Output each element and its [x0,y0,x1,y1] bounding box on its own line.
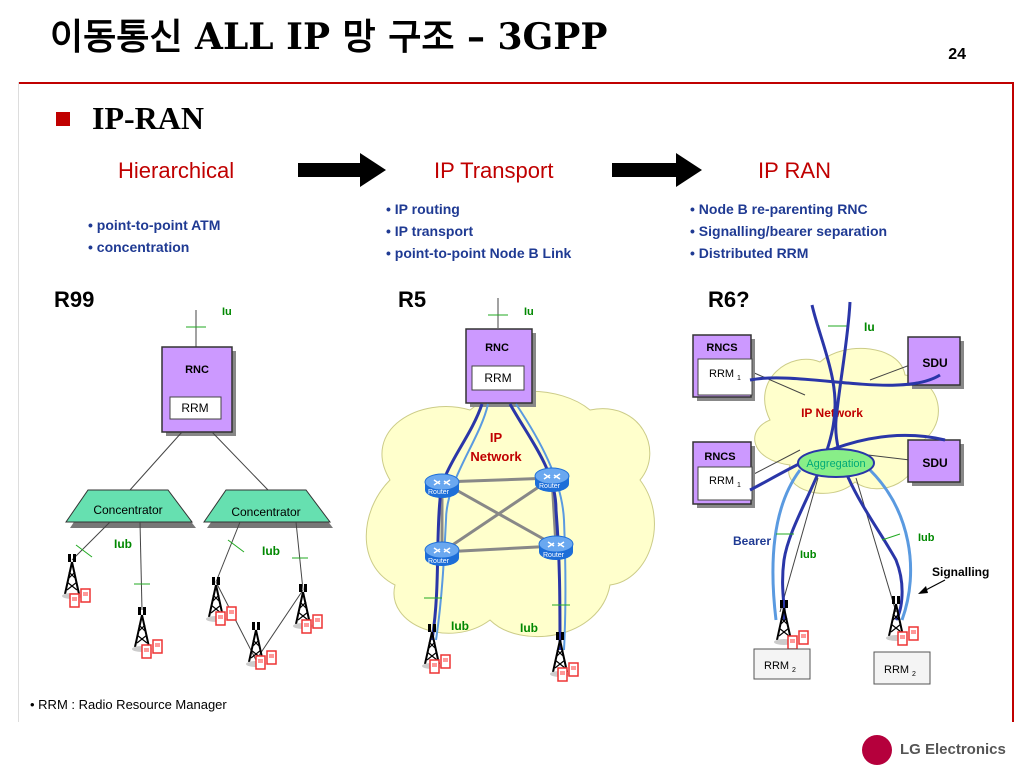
bullet-item: • concentration [88,239,190,255]
r6-sdu-box-2 [907,439,961,483]
release-r99: R99 [54,287,95,312]
router-label: Router [539,483,561,490]
r6-bearer-label: Bearer [733,534,771,548]
bullet-item: • Distributed RRM [690,245,809,261]
logo-text: LG Electronics [900,741,1006,758]
r6-aggregation-node [797,448,875,478]
mobile-phones-icon [215,606,237,626]
release-r5: R5 [398,287,427,312]
r5-rrm-box [471,365,525,391]
bullet-item: • point-to-point ATM [88,217,221,233]
frame-left-border [18,82,19,722]
stage-hierarchical: Hierarchical [118,158,235,183]
release-r6: R6? [708,287,750,312]
mobile-phones-icon [255,650,277,670]
r5-iub-label-2: Iub [520,621,538,635]
bullets-ip-transport: • IP routing • IP transport • point-to-p… [386,198,571,264]
r99-iub-label-2: Iub [262,544,280,558]
r6-iub-label-1: Iub [800,549,817,561]
r6-rrm2-label-1: RRM [764,660,789,672]
mobile-phones-icon [429,654,451,674]
r5-iub-label-1: Iub [451,619,469,633]
r99-iu-label: Iu [222,306,232,318]
footnote: • RRM : Radio Resource Manager [30,697,227,712]
r6-rrm2-label-2: RRM [884,664,909,676]
rrm-subscript: 1 [737,482,741,489]
bullet-item: • Node B re-parenting RNC [690,201,868,217]
r5-rrm-label: RRM [484,371,511,385]
r5-iu-label: Iu [524,306,534,318]
r6-rrm2-box-1 [753,648,811,680]
r99-concentrator-2 [203,489,331,523]
r5-ip-network-label-2: Network [470,449,522,464]
bullet-item: • IP transport [386,223,474,239]
r99-iub-label-1: Iub [114,537,132,551]
stage-ip-ran: IP RAN [758,158,831,183]
slide-title: 이동통신 ALL IP 망 구조 – 3GPP [50,16,608,58]
bullet-item: • IP routing [386,201,460,217]
router-label: Router [428,558,450,565]
r6-sdu-label-1: SDU [922,356,947,370]
r99-concentrator-label-1: Concentrator [93,503,162,517]
base-station-icon [61,553,83,600]
mobile-phones-icon [557,662,579,682]
r99-rnc-label: RNC [185,364,209,376]
r99-rrm-label: RRM [181,401,208,415]
bullet-item: • point-to-point Node B Link [386,245,572,261]
rrm-subscript: 1 [737,375,741,382]
r99-concentrator-1 [65,489,193,523]
r5-diagram: Iu RNC RRM IP Network Router Router Rout… [365,298,655,682]
bullet-item: • Signalling/bearer separation [690,223,888,239]
r6-rncs-label-1: RNCS [706,342,737,354]
bullets-ip-ran: • Node B re-parenting RNC • Signalling/b… [690,198,887,264]
lg-logo-icon [862,735,892,765]
rrm-subscript: 2 [912,671,916,678]
r6-rrm2-box-2 [873,651,931,685]
r6-signalling-label: Signalling [932,565,989,579]
mobile-phones-icon [69,588,91,608]
section-heading: IP-RAN [92,100,204,136]
r6-rrm1-label-2: RRM [709,475,734,487]
r6-diagram: Iu RNCS RRM 1 RNCS RRM 1 SDU SDU IP Netw… [692,301,989,685]
title-rule [18,82,1014,84]
arrow-right-icon [612,153,702,187]
frame-right-border [1012,82,1014,722]
r6-ip-network-label: IP Network [801,406,863,420]
r5-rnc-label: RNC [485,342,509,354]
r99-concentrator-label-2: Concentrator [231,505,300,519]
arrow-right-icon [298,153,386,187]
r99-diagram: Iu RNC RRM Concentrator Concentrator Iub… [61,306,333,670]
r6-aggregation-label: Aggregation [806,458,865,470]
bullet-square-icon [56,112,70,126]
router-label: Router [428,489,450,496]
stage-ip-transport: IP Transport [434,158,554,183]
r99-rrm-box [169,396,222,420]
r6-rncs-label-2: RNCS [704,451,735,463]
r6-rrm1-label-1: RRM [709,368,734,380]
page-number: 24 [948,46,966,63]
bullets-hierarchical: • point-to-point ATM • concentration [88,214,220,258]
rrm-subscript: 2 [792,667,796,674]
r5-ip-cloud [365,390,655,638]
mobile-phones-icon [787,630,809,650]
router-label: Router [543,552,565,559]
r6-iub-label-2: Iub [918,532,935,544]
r6-iu-label: Iu [864,320,875,334]
r5-ip-network-label-1: IP [490,430,503,445]
r6-sdu-label-2: SDU [922,456,947,470]
